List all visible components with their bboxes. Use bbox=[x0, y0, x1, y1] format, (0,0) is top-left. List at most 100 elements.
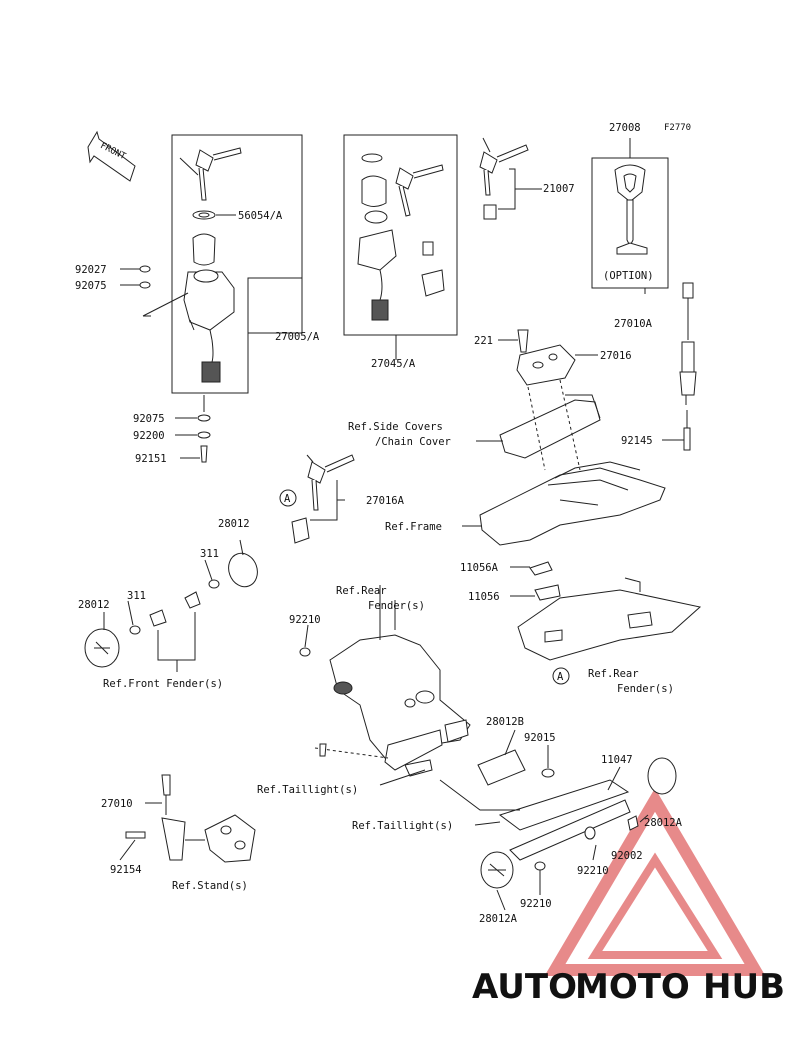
label-92151: 92151 bbox=[135, 453, 167, 465]
label-92154: 92154 bbox=[110, 864, 142, 876]
nut-icon bbox=[139, 265, 151, 273]
key-set-21007 bbox=[479, 137, 542, 220]
license-bracket-icon bbox=[329, 634, 471, 761]
label-92200: 92200 bbox=[133, 430, 165, 442]
washer-icon bbox=[192, 210, 216, 220]
ignition-switch-group bbox=[142, 134, 303, 463]
reflector-rect-icon bbox=[477, 749, 526, 786]
rear-fender-bracket bbox=[299, 585, 471, 777]
label-92075-b: 92075 bbox=[133, 413, 165, 425]
ignition-lock-body-icon bbox=[183, 271, 235, 331]
label-ref-rear-fender-2: Fender(s) bbox=[368, 600, 425, 612]
label-27016a: 27016A bbox=[366, 495, 405, 507]
stand-plate-icon bbox=[204, 814, 256, 863]
label-92210-bot: 92210 bbox=[520, 898, 552, 910]
label-92145: 92145 bbox=[621, 435, 653, 447]
label-ref-side-covers-1: Ref.Side Covers bbox=[348, 421, 443, 433]
screw-icon bbox=[517, 329, 529, 353]
marker-a-circle bbox=[279, 489, 297, 507]
label-ref-frame: Ref.Frame bbox=[385, 521, 442, 533]
part-labels: 27008 (OPTION) 56054/A 92027 92075 21007… bbox=[75, 122, 683, 925]
label-92210-mid: 92210 bbox=[577, 865, 609, 877]
label-28012a-right: 28012A bbox=[644, 817, 683, 829]
watermark-auto: AUTO bbox=[472, 967, 577, 1007]
connector-icon bbox=[371, 299, 389, 321]
label-27010a: 27010A bbox=[614, 318, 653, 330]
label-28012a-bottom: 28012A bbox=[479, 913, 518, 925]
clip-icon bbox=[529, 561, 553, 576]
diagram-code: F2770 bbox=[664, 123, 691, 133]
fender-icon bbox=[517, 589, 702, 661]
leader-lines bbox=[103, 214, 684, 911]
watermark-moto: MOTO bbox=[575, 967, 690, 1007]
watermark-triangle-outer bbox=[544, 788, 766, 976]
label-ref-stand: Ref.Stand(s) bbox=[172, 880, 248, 892]
label-ref-taillight-1: Ref.Taillight(s) bbox=[257, 784, 358, 796]
label-56054a: 56054/A bbox=[238, 210, 283, 222]
side-cover-bracket-icon bbox=[499, 399, 601, 459]
frame-icon bbox=[479, 467, 666, 546]
label-311-right: 311 bbox=[200, 548, 219, 560]
clip-icon bbox=[534, 584, 561, 601]
lock-cap-icon bbox=[192, 233, 216, 266]
front-arrow-icon: FRONT bbox=[87, 130, 136, 182]
label-27005a: 27005/A bbox=[275, 331, 320, 343]
watermark-logo bbox=[544, 788, 766, 976]
label-ref-front-fender: Ref.Front Fender(s) bbox=[103, 678, 223, 690]
marker-a-bottom: A bbox=[557, 671, 564, 683]
label-92015: 92015 bbox=[524, 732, 556, 744]
label-92002: 92002 bbox=[611, 850, 643, 862]
label-ref-side-covers-2: /Chain Cover bbox=[375, 436, 451, 448]
label-221: 221 bbox=[474, 335, 493, 347]
label-28012-left: 28012 bbox=[78, 599, 110, 611]
marker-a-circle bbox=[552, 667, 570, 685]
label-27016: 27016 bbox=[600, 350, 632, 362]
label-92210-top: 92210 bbox=[289, 614, 321, 626]
rear-fender bbox=[517, 561, 702, 661]
label-ref-rear-fender-b1: Ref.Rear bbox=[588, 668, 639, 680]
watermark-triangle-inner bbox=[587, 852, 723, 959]
label-option: (OPTION) bbox=[603, 270, 654, 282]
key-head-icon bbox=[614, 164, 646, 201]
label-ref-rear-fender-1: Ref.Rear bbox=[336, 585, 387, 597]
label-21007: 21007 bbox=[543, 183, 575, 195]
side-stand-switch bbox=[125, 774, 256, 863]
label-11056: 11056 bbox=[468, 591, 500, 603]
washer-icon bbox=[197, 414, 211, 422]
lock-set-group bbox=[343, 134, 458, 336]
label-27010: 27010 bbox=[101, 798, 133, 810]
bolt-icon bbox=[200, 445, 208, 463]
label-311-left: 311 bbox=[127, 590, 146, 602]
label-27008: 27008 bbox=[609, 122, 641, 134]
switch-sensor-27010A bbox=[679, 282, 697, 451]
watermark-hub: HUB bbox=[703, 967, 785, 1007]
key-icon bbox=[395, 164, 444, 217]
label-92027: 92027 bbox=[75, 264, 107, 276]
connector-icon bbox=[201, 361, 221, 383]
switch-body-icon bbox=[161, 817, 186, 861]
label-11056a: 11056A bbox=[460, 562, 499, 574]
lock-cylinder-icon bbox=[357, 229, 397, 271]
reflector-icon bbox=[647, 757, 677, 795]
mount-plate-icon bbox=[516, 344, 576, 386]
label-28012-right: 28012 bbox=[218, 518, 250, 530]
reflector-icon bbox=[228, 552, 258, 588]
label-28012b: 28012B bbox=[486, 716, 524, 728]
marker-a-top: A bbox=[284, 493, 291, 505]
label-11047: 11047 bbox=[601, 754, 633, 766]
label-92075-top: 92075 bbox=[75, 280, 107, 292]
front-reflector-set bbox=[84, 552, 258, 672]
key-set-27016A bbox=[291, 454, 355, 544]
washer-icon bbox=[197, 431, 211, 439]
label-27045a: 27045/A bbox=[371, 358, 416, 370]
nut-icon bbox=[299, 647, 311, 657]
bracket-assembly bbox=[479, 329, 666, 546]
label-ref-taillight-2: Ref.Taillight(s) bbox=[352, 820, 453, 832]
washer-icon bbox=[139, 281, 151, 289]
key-icon bbox=[179, 147, 242, 201]
plate-bracket-assembly bbox=[439, 749, 677, 889]
label-ref-rear-fender-b2: Fender(s) bbox=[617, 683, 674, 695]
option-key-box bbox=[591, 138, 669, 289]
